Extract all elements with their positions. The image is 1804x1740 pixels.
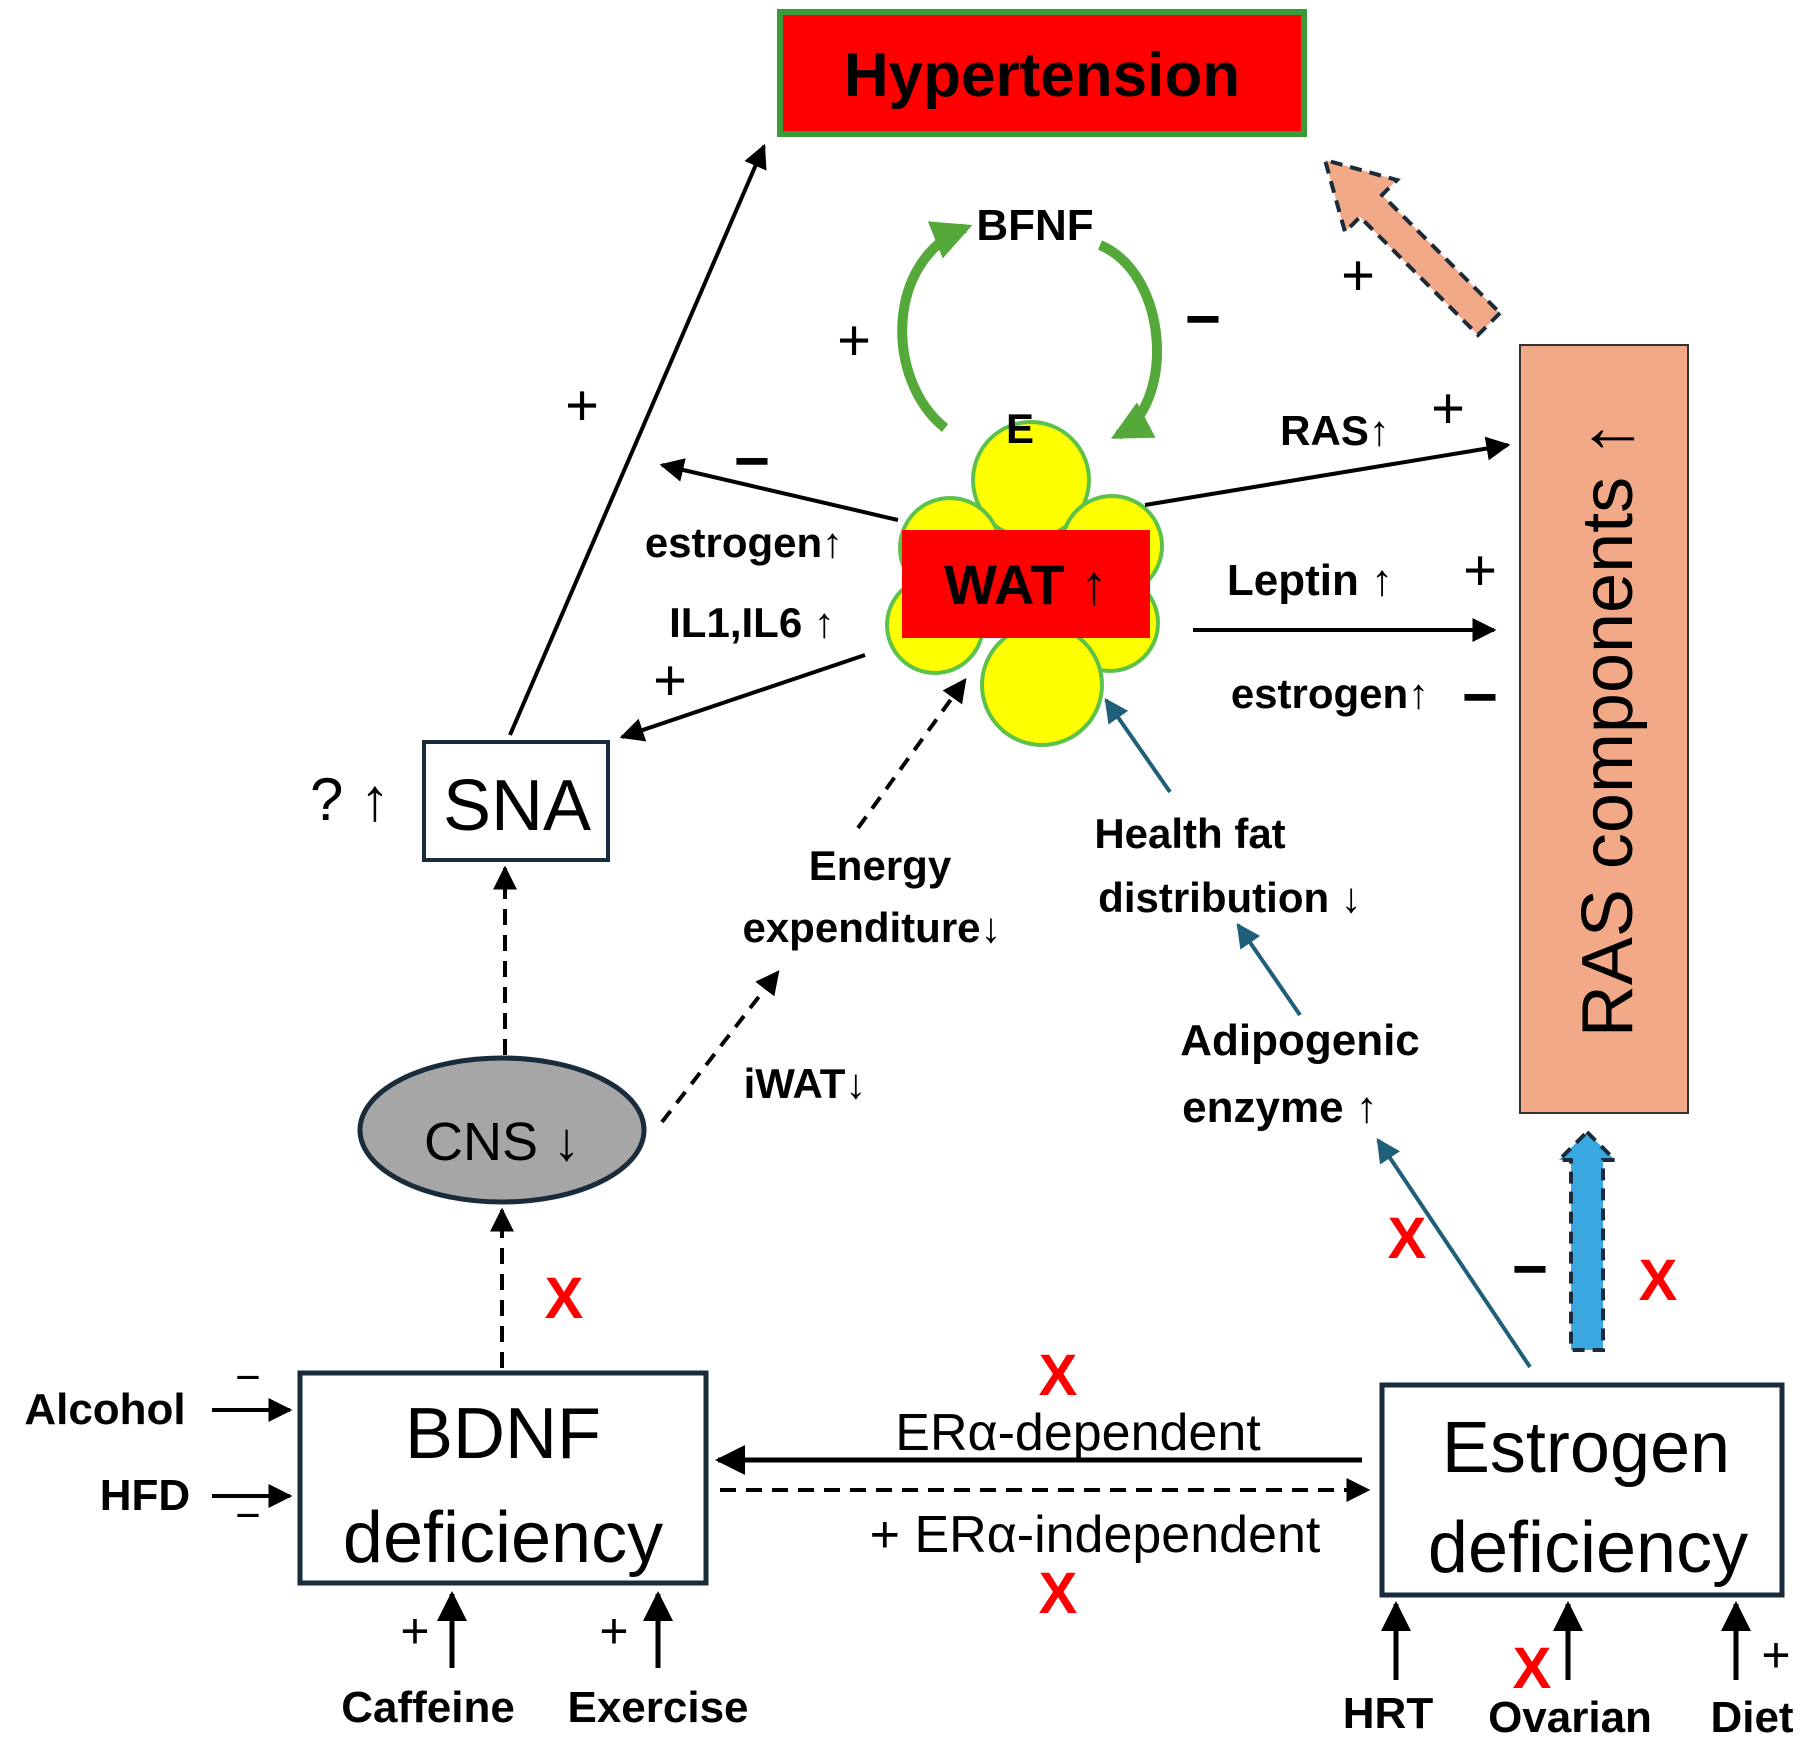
wat-cluster: WAT ↑ E: [885, 405, 1164, 747]
ras-components-label: RAS components ↑: [1568, 421, 1648, 1037]
diet-label: Diet: [1710, 1693, 1793, 1740]
sna-box: SNA: [422, 740, 610, 862]
health-fat-to-wat-arrow: [1104, 698, 1172, 794]
plus-leptin: +: [1463, 538, 1497, 603]
plus-ras-up: +: [1431, 376, 1465, 441]
x-estrogen-adipogenic: X: [1388, 1206, 1427, 1271]
cns-label: CNS ↓: [424, 1112, 580, 1172]
minus-hfd: −: [235, 1491, 261, 1540]
plus-exercise: +: [599, 1603, 628, 1659]
plus-bfnf-left: +: [837, 308, 871, 373]
bfnf-label: BFNF: [976, 201, 1093, 250]
ras-components-box: RAS components ↑: [1519, 344, 1689, 1114]
ras-to-hypertension-arrow: [1322, 157, 1503, 338]
ovarian-label: Ovarian: [1488, 1693, 1652, 1740]
wat-il-to-sna-arrow: [619, 653, 866, 742]
sna-question-up: ? ↑: [310, 766, 390, 833]
sna-label: SNA: [443, 766, 591, 846]
bfnf-loop-right-arrow: [1097, 240, 1162, 440]
x-era-dependent: X: [1039, 1343, 1078, 1408]
hfd-label: HFD: [100, 1471, 190, 1520]
estrogen-to-ras-arrow: [1554, 1129, 1620, 1352]
bfnf-loop-left-arrow: [897, 221, 973, 432]
estrogen-up-left: estrogen↑: [645, 519, 843, 566]
energy-line1: Energy: [809, 842, 952, 889]
energy-line2: expenditure↓: [742, 904, 1001, 951]
minus-wat-estrogen: −: [734, 427, 770, 496]
hypertension-label: Hypertension: [844, 41, 1240, 110]
leptin-up-label: Leptin ↑: [1227, 556, 1393, 605]
era-independent-label: + ERα-independent: [870, 1506, 1321, 1564]
wat-estrogen-arrow: [659, 458, 899, 522]
health-fat-line1: Health fat: [1094, 810, 1285, 857]
adipogenic-to-health-fat-arrow: [1236, 923, 1302, 1017]
minus-estrogen-right: −: [1462, 663, 1498, 732]
sna-to-hypertension-arrow: [508, 143, 767, 736]
wat-box: [902, 530, 1150, 638]
estrogen-deficiency-box: Estrogen deficiency: [1379, 1382, 1785, 1598]
plus-ras-hypertension: +: [1341, 243, 1375, 308]
bdnf-line2: deficiency: [343, 1498, 663, 1578]
adipogenic-line2: enzyme ↑: [1182, 1083, 1378, 1132]
minus-estrogen-ras: −: [1512, 1235, 1548, 1304]
hrt-label: HRT: [1343, 1689, 1434, 1738]
x-ovarian: X: [1513, 1636, 1552, 1701]
estrogen-line1: Estrogen: [1442, 1408, 1730, 1488]
plus-il-sna: +: [653, 648, 687, 713]
caffeine-label: Caffeine: [341, 1683, 515, 1732]
energy-to-wat-arrow: [856, 678, 967, 830]
estrogen-to-adipogenic-arrow: [1376, 1138, 1532, 1369]
x-estrogen-ras: X: [1639, 1248, 1678, 1313]
iwat-label: iWAT↓: [744, 1060, 867, 1107]
minus-bfnf-right: −: [1185, 285, 1221, 354]
cns-node: CNS ↓: [357, 1055, 647, 1205]
x-era-independent: X: [1039, 1561, 1078, 1626]
bdnf-line1: BDNF: [405, 1394, 601, 1474]
plus-caffeine: +: [400, 1603, 429, 1659]
hypertension-box: Hypertension: [777, 9, 1307, 137]
estrogen-up-right: estrogen↑: [1231, 670, 1429, 717]
health-fat-line2: distribution ↓: [1098, 874, 1362, 921]
plus-sna-hypertension: +: [565, 373, 599, 438]
estrogen-line2: deficiency: [1428, 1508, 1748, 1588]
il1-il6-label: IL1,IL6 ↑: [669, 599, 835, 646]
adipogenic-line1: Adipogenic: [1180, 1016, 1420, 1065]
bdnf-deficiency-box: BDNF deficiency: [297, 1370, 709, 1586]
alcohol-label: Alcohol: [24, 1385, 185, 1434]
wat-to-ras-arrow: [1144, 436, 1511, 507]
x-bdnf-cns: X: [545, 1266, 584, 1331]
fat-cell-bottom: [980, 623, 1104, 747]
wat-label: WAT ↑: [944, 553, 1108, 616]
e-label: E: [1006, 405, 1034, 452]
plus-diet: +: [1761, 1627, 1790, 1683]
minus-alcohol: −: [235, 1353, 261, 1402]
era-dependent-label: ERα-dependent: [895, 1404, 1261, 1462]
exercise-label: Exercise: [567, 1683, 748, 1732]
cns-to-energy-arrow: [660, 970, 780, 1124]
ras-up-label: RAS↑: [1280, 407, 1390, 454]
